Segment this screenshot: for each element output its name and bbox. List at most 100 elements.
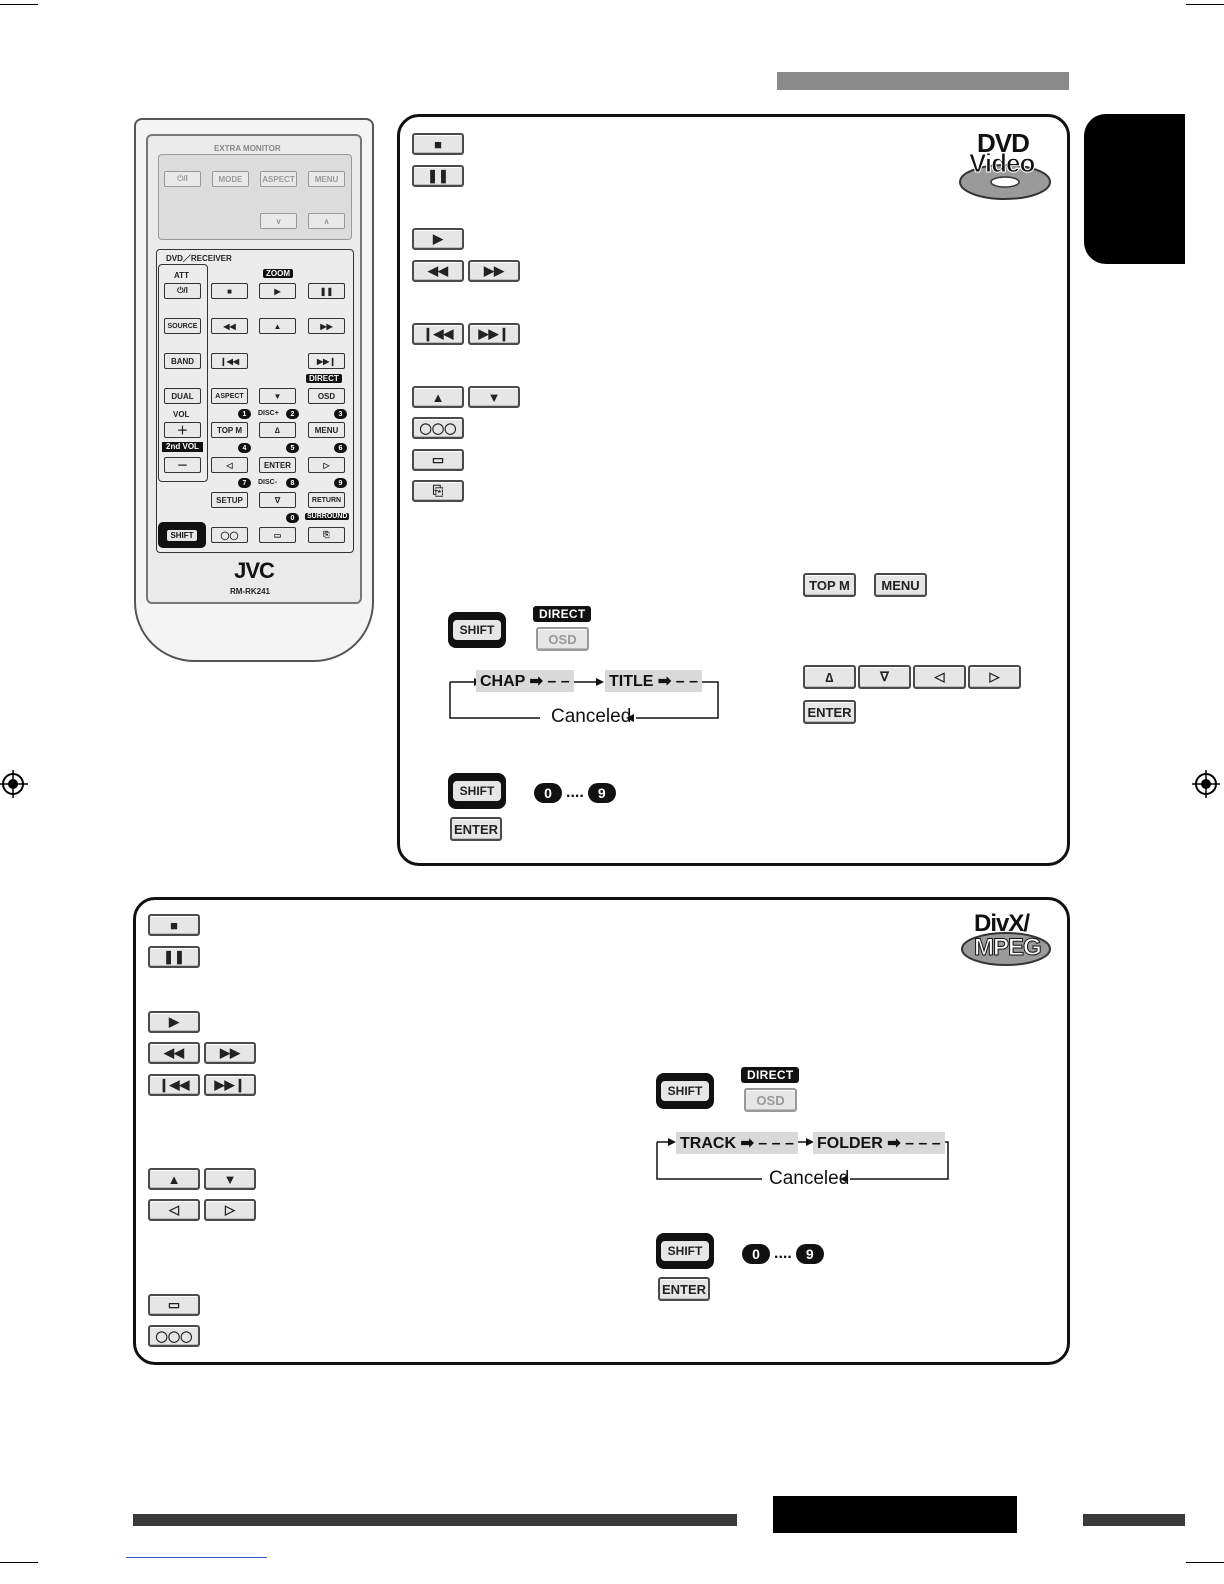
cursor-down-button[interactable]: ▼ [468, 386, 520, 408]
divx-cursor-left-button[interactable]: ◁ [148, 1199, 200, 1221]
divx-play-button[interactable]: ▶ [148, 1011, 200, 1033]
previous-button[interactable]: ❙◀◀ [412, 323, 464, 345]
remote-disc-down-button[interactable]: ∇ [259, 492, 296, 508]
shift-button-2[interactable]: SHIFT [448, 773, 506, 809]
divx-cursor-right-button[interactable]: ▷ [204, 1199, 256, 1221]
remote-cursor-up-button[interactable]: ▲ [259, 318, 296, 334]
remote-shift-label: SHIFT [167, 529, 197, 541]
enter-button-2[interactable]: ENTER [450, 817, 502, 841]
remote-enter-button[interactable]: ENTER [259, 457, 296, 473]
remote-power-button[interactable]: ⏻/I [164, 283, 201, 299]
remote-band-button[interactable]: BAND [164, 353, 201, 369]
title-box: TITLE ➡ – – [605, 670, 702, 692]
num-5-label: 5 [286, 443, 299, 453]
dvd-logo-line2: Video [968, 148, 1035, 179]
remote-subtitle-button[interactable]: ▭ [259, 527, 296, 543]
play-button[interactable]: ▶ [412, 228, 464, 250]
cursor-up-button[interactable]: ▲ [412, 386, 464, 408]
divx-enter-button[interactable]: ENTER [658, 1277, 710, 1301]
divx-previous-button[interactable]: ❙◀◀ [148, 1074, 200, 1096]
remote-menu-button[interactable]: MENU [308, 422, 345, 438]
monitor-up-button[interactable]: ∧ [308, 213, 345, 229]
remote-play-button[interactable]: ▶ [259, 283, 296, 299]
remote-return-button[interactable]: RETURN [308, 492, 345, 508]
number-0-label: 0 [534, 783, 562, 803]
remote-angle-button[interactable]: ⎘ [308, 527, 345, 543]
remote-model: RM-RK241 [230, 587, 271, 596]
remote-audio-button[interactable]: ◯◯ [211, 527, 248, 543]
divx-logo-line2: MPEG [974, 934, 1043, 962]
divx-shift-label-2: SHIFT [660, 1241, 710, 1261]
divx-subtitle-button[interactable]: ▭ [148, 1294, 200, 1316]
next-button[interactable]: ▶▶❙ [468, 323, 520, 345]
divx-shift-button-2[interactable]: SHIFT [656, 1233, 714, 1269]
remote-osd-button[interactable]: OSD [308, 388, 345, 404]
remote-stop-button[interactable]: ■ [211, 283, 248, 299]
registration-mark-icon [1192, 770, 1220, 798]
divx-osd-button[interactable]: OSD [744, 1088, 797, 1112]
divx-shift-button[interactable]: SHIFT [656, 1073, 714, 1109]
divx-fast-forward-button[interactable]: ▶▶ [204, 1042, 256, 1064]
num-9-label: 9 [334, 478, 347, 488]
divx-cursor-up-button[interactable]: ▲ [148, 1168, 200, 1190]
remote-cursor-down-button[interactable]: ▼ [259, 388, 296, 404]
divx-stop-button[interactable]: ■ [148, 914, 200, 936]
remote-disc-up-button[interactable]: ∆ [259, 422, 296, 438]
monitor-mode-button[interactable]: MODE [212, 171, 249, 187]
remote-rewind-button[interactable]: ◀◀ [211, 318, 248, 334]
monitor-power-button[interactable]: ⏻/I [164, 171, 201, 187]
footer-bar-right [1083, 1514, 1185, 1526]
num-4-label: 4 [238, 443, 251, 453]
remote-source-button[interactable]: SOURCE [164, 318, 201, 334]
divx-pause-button[interactable]: ❚❚ [148, 946, 200, 968]
down-triangle-button[interactable]: ∇ [858, 665, 911, 689]
footer-page-box [773, 1496, 1017, 1533]
audio-button[interactable]: ◯◯◯ [412, 417, 464, 439]
chap-box: CHAP ➡ – – [476, 670, 574, 692]
pause-button[interactable]: ❚❚ [412, 165, 464, 187]
remote-setup-button[interactable]: SETUP [211, 492, 248, 508]
remote-vol-plus-button[interactable]: ＋ [164, 422, 201, 438]
monitor-aspect-button[interactable]: ASPECT [260, 171, 297, 187]
monitor-down-button[interactable]: ∨ [260, 213, 297, 229]
osd-button[interactable]: OSD [536, 627, 589, 651]
left-triangle-button[interactable]: ◁ [913, 665, 966, 689]
remote-pause-button[interactable]: ❚❚ [308, 283, 345, 299]
subtitle-button[interactable]: ▭ [412, 449, 464, 471]
enter-button[interactable]: ENTER [803, 700, 856, 724]
top-menu-button[interactable]: TOP M [803, 573, 856, 597]
number-9-label: 9 [587, 783, 616, 803]
divx-audio-button[interactable]: ◯◯◯ [148, 1325, 200, 1347]
remote-vol-minus-button[interactable]: － [164, 457, 201, 473]
divx-number-9-label: 9 [795, 1244, 824, 1264]
right-triangle-button[interactable]: ▷ [968, 665, 1021, 689]
remote-next-button[interactable]: ▶▶❙ [308, 353, 345, 369]
remote-forward-button[interactable]: ▶▶ [308, 318, 345, 334]
remote-topm-button[interactable]: TOP M [211, 422, 248, 438]
remote-prev-button[interactable]: ❙◀◀ [211, 353, 248, 369]
num-2-label: 2 [286, 409, 299, 419]
registration-mark-icon [0, 770, 28, 798]
remote-aspect-button[interactable]: ASPECT [211, 388, 248, 404]
vol-label: VOL [173, 410, 190, 419]
divx-rewind-button[interactable]: ◀◀ [148, 1042, 200, 1064]
divx-cursor-down-button[interactable]: ▼ [204, 1168, 256, 1190]
remote-right-button[interactable]: ▷ [308, 457, 345, 473]
extra-monitor-label: EXTRA MONITOR [214, 144, 281, 153]
remote-dual-button[interactable]: DUAL [164, 388, 201, 404]
menu-button[interactable]: MENU [874, 573, 927, 597]
shift-button[interactable]: SHIFT [448, 612, 506, 648]
remote-left-button[interactable]: ◁ [211, 457, 248, 473]
divx-next-button[interactable]: ▶▶❙ [204, 1074, 256, 1096]
angle-button[interactable]: ⎘ [412, 480, 464, 502]
up-triangle-button[interactable]: ∆ [803, 665, 856, 689]
monitor-menu-button[interactable]: MENU [308, 171, 345, 187]
rewind-button[interactable]: ◀◀ [412, 260, 464, 282]
divx-canceled-label: Canceled [769, 1168, 850, 1189]
stop-button[interactable]: ■ [412, 133, 464, 155]
left-key-column [158, 264, 208, 482]
remote-direct-label: DIRECT [306, 374, 342, 383]
fast-forward-button[interactable]: ▶▶ [468, 260, 520, 282]
num-6-label: 6 [334, 443, 347, 453]
remote-shift-button[interactable]: SHIFT [158, 522, 206, 548]
